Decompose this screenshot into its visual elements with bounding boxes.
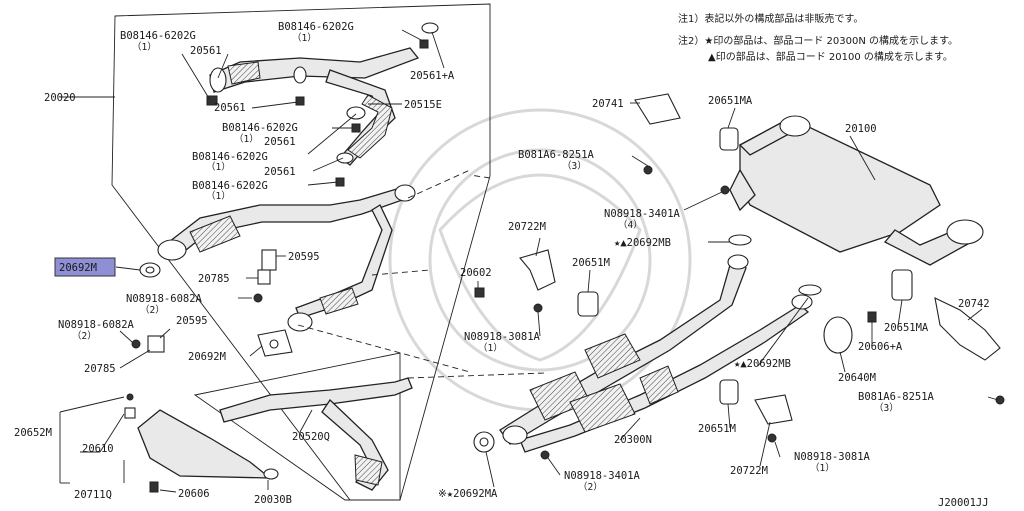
note-2b: ▲印の部品は、部品コード 20100 の構成を示します。	[708, 50, 953, 63]
note-2a: 注2）★印の部品は、部品コード 20300N の構成を示します。	[678, 34, 958, 47]
label-20651M-a: 20651M	[572, 257, 610, 269]
bracket-20722M[interactable]	[519, 249, 556, 291]
gasket-20692MB[interactable]	[728, 234, 752, 246]
label-qty-d: （1）	[206, 161, 231, 173]
label-08146-6202G-c: B08146-6202G	[222, 122, 298, 134]
mounting-rubber-20651MA[interactable]	[719, 127, 739, 151]
label-qty-3401A-b: （2）	[578, 481, 603, 493]
label-20020: 20020	[44, 92, 76, 104]
bracket-20595[interactable]	[261, 249, 277, 271]
label-20520Q: 20520Q	[292, 431, 330, 443]
label-20561-b: 20561	[214, 102, 246, 114]
label-qty-a: （1）	[132, 41, 157, 53]
label-20651MA-b: 20651MA	[884, 322, 929, 334]
diagram-id: J20001JJ	[938, 497, 989, 509]
center-pipe-20300N	[499, 254, 813, 453]
label-20561-c: 20561	[264, 136, 296, 148]
label-20722M-a: 20722M	[508, 221, 546, 233]
label-08918-6082A-a: N08918-6082A	[126, 293, 203, 305]
label-20561A: 20561+A	[410, 70, 455, 82]
bracket-20741[interactable]	[634, 93, 681, 125]
label-08146-6202G-b: B08146-6202G	[278, 21, 354, 33]
label-081A6-8251A-b: B081A6-8251A	[858, 391, 935, 403]
label-qty-b: （1）	[292, 32, 317, 44]
gasket-20692MB-b[interactable]	[798, 284, 822, 296]
label-20722M-b: 20722M	[730, 465, 768, 477]
label-08918-3401A-a: N08918-3401A	[604, 208, 681, 220]
label-20692M-highlight[interactable]: 20692M	[59, 262, 97, 274]
label-qty-3081A-a: （1）	[478, 342, 503, 354]
label-qty-3081A-b: （1）	[810, 462, 835, 474]
label-qty-e: （1）	[206, 190, 231, 202]
label-08918-6082A-b: N08918-6082A	[58, 319, 135, 331]
note-1: 注1）表記以外の構成部品は非販売です。	[678, 12, 863, 25]
front-y-pipe-20515E	[209, 47, 420, 166]
label-20640M: 20640M	[838, 372, 876, 384]
label-20651M-b: 20651M	[698, 423, 736, 435]
clamp-parts-top	[206, 22, 439, 187]
label-20561-a: 20561	[190, 45, 222, 57]
label-qty-3401A-a: （4）	[618, 219, 643, 231]
label-20785-b: 20785	[84, 363, 116, 375]
label-20606A: 20606+A	[858, 341, 903, 353]
front-tube-20020	[157, 184, 416, 332]
label-20692MB-b: ★▲20692MB	[734, 358, 791, 370]
label-20692M-b: 20692M	[188, 351, 226, 363]
mounting-rubber-20651M[interactable]	[577, 291, 599, 317]
label-08918-3081A-a: N08918-3081A	[464, 331, 541, 343]
label-20561-d: 20561	[264, 166, 296, 178]
label-20595-b: 20595	[176, 315, 208, 327]
label-20692MA: ※★20692MA	[438, 488, 498, 500]
label-20742: 20742	[958, 298, 990, 310]
label-081A6-8251A-a: B081A6-8251A	[518, 149, 595, 161]
mounting-rubber-20640M[interactable]	[823, 316, 853, 354]
label-qty-8251A-b: （3）	[874, 402, 899, 414]
label-20595-a: 20595	[288, 251, 320, 263]
bracket-20785-b[interactable]	[147, 335, 165, 353]
bracket-20722M-b[interactable]	[754, 394, 793, 425]
mounting-rubber-20651M-b[interactable]	[719, 379, 739, 405]
label-20100: 20100	[845, 123, 877, 135]
main-muffler-20100	[729, 115, 984, 266]
label-qty-8251A-a: （3）	[562, 160, 587, 172]
label-20602: 20602	[460, 267, 492, 279]
label-20652M: 20652M	[14, 427, 52, 439]
center-tube-20520Q	[193, 352, 413, 501]
label-08146-6202G-d: B08146-6202G	[192, 151, 268, 163]
label-20692MB-a: ★▲20692MB	[614, 237, 671, 249]
label-08146-6202G-a: B08146-6202G	[120, 30, 196, 42]
label-20515E: 20515E	[404, 99, 442, 111]
label-qty-6082A-b: （2）	[72, 330, 97, 342]
label-20651MA-a: 20651MA	[708, 95, 753, 107]
leader-lines	[59, 29, 999, 493]
label-20606: 20606	[178, 488, 210, 500]
heat-shield-20711Q[interactable]	[137, 409, 272, 479]
bracket-20785[interactable]	[257, 269, 271, 285]
label-20785-a: 20785	[198, 273, 230, 285]
label-20300N: 20300N	[614, 434, 652, 446]
label-20030B: 20030B	[254, 494, 292, 506]
label-08918-3401A-b: N08918-3401A	[564, 470, 641, 482]
label-20711Q: 20711Q	[74, 489, 112, 501]
label-20610: 20610	[82, 443, 114, 455]
label-20741: 20741	[592, 98, 624, 110]
highlight-20692M[interactable]	[54, 257, 116, 277]
label-08146-6202G-e: B08146-6202G	[192, 180, 268, 192]
label-qty-c: （1）	[234, 133, 259, 145]
label-qty-6082A-a: （2）	[140, 304, 165, 316]
bracket-20742[interactable]	[934, 297, 1001, 361]
label-08918-3081A-b: N08918-3081A	[794, 451, 871, 463]
mounting-rubber-20651MA-b[interactable]	[891, 269, 913, 301]
